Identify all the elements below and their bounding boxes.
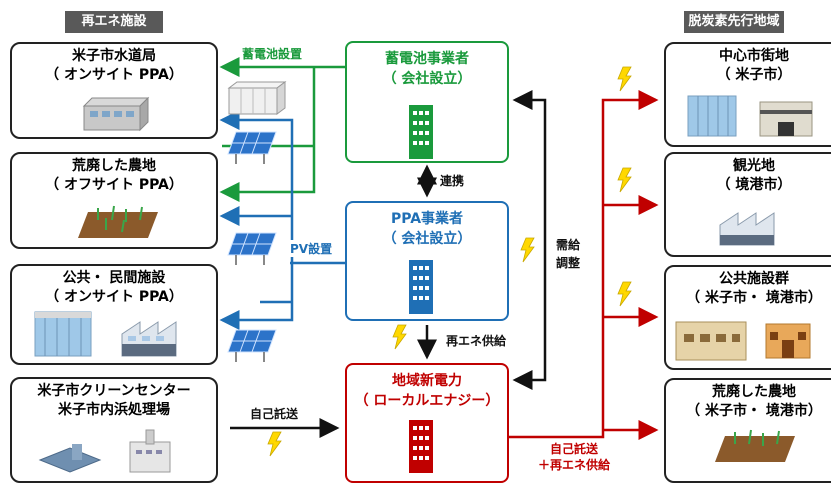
battery-cabinet-icon xyxy=(227,81,287,115)
right-box-farmland: 荒廃した農地 （ 米子市・ 境港市） xyxy=(664,378,831,483)
farmland-crops-icon xyxy=(78,205,158,238)
box-title: 荒廃した農地 xyxy=(712,384,796,400)
farmland-crops-icon xyxy=(715,429,795,462)
supply-connectors xyxy=(509,90,659,440)
supply-demand-line1: 需給 xyxy=(556,238,581,252)
city-building-icon xyxy=(687,95,737,137)
self-transmission-label: 自己託送 xyxy=(250,407,299,421)
water-facility-icon xyxy=(82,96,150,132)
pv-install-label: PV設置 xyxy=(290,240,333,257)
box-subtitle: （ オンサイト PPA） xyxy=(45,289,183,305)
box-subtitle: （ 会社設立） xyxy=(382,71,472,87)
supply-demand-line2: 調整 xyxy=(556,256,581,270)
black-connectors xyxy=(230,90,547,438)
office-building-icon xyxy=(34,311,92,357)
box-title: 米子市クリーンセンター xyxy=(37,383,191,399)
store-building-icon xyxy=(759,101,813,137)
pv-install-connectors xyxy=(219,110,345,330)
public-building-icon xyxy=(675,321,747,361)
building-icon-blue xyxy=(409,260,433,314)
box-subtitle: （ 米子市・ 境港市） xyxy=(686,290,822,306)
lightning-icon xyxy=(267,431,282,457)
box-title: 観光地 xyxy=(733,158,775,174)
self-transmission-renewable-label: 自己託送 ＋再エネ供給 xyxy=(538,441,610,473)
box-subtitle: （ 会社設立） xyxy=(382,231,472,247)
solar-panel-icon xyxy=(227,232,277,265)
box-subtitle: （ 境港市） xyxy=(716,177,792,193)
box-title: 地域新電力 xyxy=(392,373,462,389)
self-transmission-line2: ＋再エネ供給 xyxy=(538,458,611,472)
incinerator-icon xyxy=(129,429,171,473)
lightning-icon xyxy=(520,237,535,263)
treatment-plant-icon xyxy=(38,444,102,473)
header-renewable-facilities: 再エネ施設 xyxy=(65,11,163,33)
building-icon-red xyxy=(409,420,433,473)
box-subtitle: （ オンサイト PPA） xyxy=(45,67,183,83)
diagram-graphics xyxy=(34,57,813,473)
cooperation-label: 連携 xyxy=(440,174,465,188)
solar-panel-icon xyxy=(227,329,277,362)
box-title: 荒廃した農地 xyxy=(72,158,156,174)
lightning-icon xyxy=(617,66,632,92)
box-title: PPA事業者 xyxy=(390,211,464,227)
box-subtitle: （ 米子市・ 境港市） xyxy=(686,403,822,419)
box-title: 公共施設群 xyxy=(719,271,789,287)
box-title: 蓄電池事業者 xyxy=(385,51,469,67)
box-subtitle: （ オフサイト PPA） xyxy=(45,177,183,193)
self-transmission-line1: 自己託送 xyxy=(550,442,599,456)
town-hall-icon xyxy=(765,323,811,359)
box-title: 中心市街地 xyxy=(719,48,789,64)
supply-demand-label: 需給 調整 xyxy=(556,236,580,272)
box-subtitle: （ 米子市） xyxy=(716,67,792,83)
box-title: 米子市水道局 xyxy=(72,48,156,64)
renewable-supply-label: 再エネ供給 xyxy=(446,334,507,348)
building-icon-green xyxy=(409,105,433,159)
factory-icon xyxy=(121,321,177,357)
lightning-icon xyxy=(392,324,407,350)
lightning-icon xyxy=(617,167,632,193)
lightning-icon xyxy=(617,281,632,307)
header-decarbonization-areas: 脱炭素先行地域 xyxy=(684,11,784,33)
lightning-icons xyxy=(267,66,632,457)
solar-panel-icon xyxy=(227,131,277,164)
tourist-factory-icon xyxy=(719,212,775,246)
box-title: 公共・ 民間施設 xyxy=(62,270,166,286)
battery-install-label: 蓄電池設置 xyxy=(242,47,303,61)
box-subtitle: （ ローカルエナジー） xyxy=(354,393,500,409)
box-subtitle: 米子市内浜処理場 xyxy=(58,402,170,418)
